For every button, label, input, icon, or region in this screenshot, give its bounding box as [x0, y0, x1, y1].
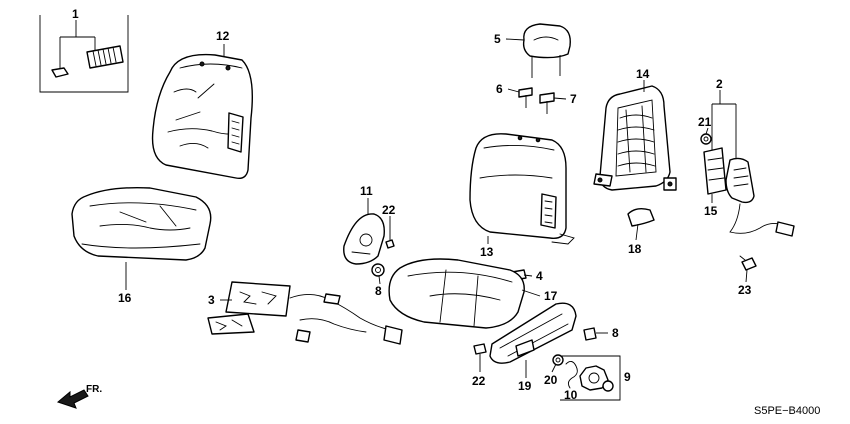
part-12-seat-back-cover [151, 53, 254, 180]
part-17-seat-cushion-pad [388, 258, 525, 329]
part-21-nut [700, 133, 712, 145]
callout-18: 18 [628, 242, 642, 256]
part-14-seat-back-frame [593, 85, 677, 191]
part-2-side-airbag-module [711, 103, 795, 237]
callout-22-upper: 22 [382, 203, 396, 217]
part-8-cap-right [583, 327, 597, 341]
callout-8-left: 8 [375, 284, 382, 298]
callout-14: 14 [636, 67, 650, 81]
part-5-headrest [522, 23, 571, 78]
part-18-lever-knob [627, 207, 655, 227]
callout-23: 23 [738, 283, 752, 297]
part-20-nut [552, 354, 564, 366]
part-11-recliner-cover [343, 213, 385, 265]
callout-2: 2 [716, 77, 723, 91]
callout-20: 20 [544, 373, 558, 387]
part-16-seat-cushion-cover [71, 187, 212, 261]
callout-22-lower: 22 [472, 374, 486, 388]
part-22-screw-lower [473, 343, 487, 355]
part-19-adjuster-cover [489, 302, 577, 364]
callout-9: 9 [624, 370, 631, 384]
callout-16: 16 [118, 291, 132, 305]
part-13-seat-back-pad [469, 133, 575, 245]
callout-6: 6 [496, 82, 503, 96]
callout-3: 3 [208, 293, 215, 307]
callout-8-right: 8 [612, 326, 619, 340]
callout-leaders [75, 20, 748, 378]
callout-10: 10 [564, 388, 578, 402]
part-23-clip [739, 255, 757, 271]
callout-1: 1 [72, 7, 79, 21]
callout-17: 17 [544, 289, 558, 303]
front-direction-arrow: FR. [56, 384, 102, 409]
callout-21: 21 [698, 115, 712, 129]
part-15-airbag-cover [703, 147, 727, 195]
diagram-code: S5PE−B4000 [754, 405, 820, 417]
part-9-knob-assembly [560, 355, 621, 401]
callout-labels: 1 2 3 4 5 6 7 8 8 9 10 11 12 13 14 15 16… [72, 7, 752, 402]
callout-19: 19 [518, 379, 532, 393]
callout-11: 11 [360, 184, 373, 198]
callout-5: 5 [494, 32, 501, 46]
part-1-clip-set [39, 15, 129, 93]
part-10-spring [565, 361, 578, 389]
callout-7: 7 [570, 92, 577, 106]
callout-15: 15 [704, 204, 718, 218]
part-8-cap-left [371, 263, 385, 277]
part-7-headrest-guide-lock [539, 92, 555, 114]
callout-13: 13 [480, 245, 494, 259]
part-22-screw-upper [385, 239, 395, 249]
part-3-heater-harness [207, 281, 403, 345]
callout-12: 12 [216, 29, 230, 43]
part-6-headrest-guide-free [518, 87, 533, 108]
front-direction-label: FR. [86, 384, 102, 395]
callout-4: 4 [536, 269, 543, 283]
